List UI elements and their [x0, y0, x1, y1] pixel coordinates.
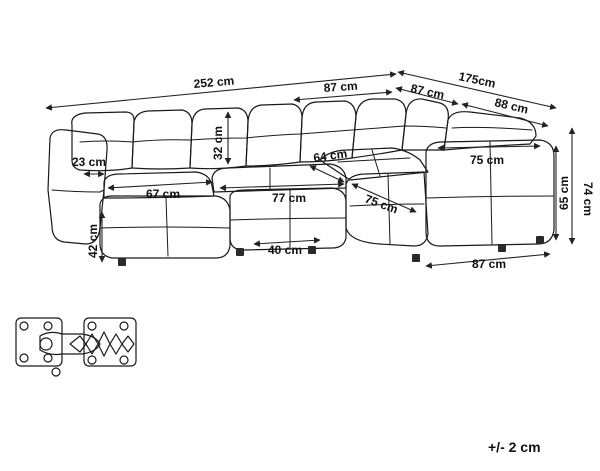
label-total-width: 252 cm [193, 73, 235, 90]
label-seat-cushion-height: 65 cm [557, 176, 571, 210]
label-seat-height: 42 cm [86, 224, 100, 258]
label-back-cushion-height: 32 cm [211, 126, 225, 160]
sofa-feet [118, 236, 544, 266]
connector-clip-icon [15, 317, 137, 377]
dimension-labels: 252 cm 87 cm 87 cm 175cm 88 cm 32 cm 23 … [72, 69, 595, 271]
label-bottom-width: 87 cm [472, 257, 506, 271]
label-corner-seat-depth: 64 cm [312, 146, 348, 165]
label-middle-seat-width: 77 cm [272, 191, 306, 205]
label-right-arm-width: 75 cm [470, 153, 504, 167]
label-total-height: 74 cm [581, 182, 595, 216]
tolerance-note: +/- 2 cm [488, 439, 541, 455]
label-top-middle-width: 87 cm [323, 79, 358, 95]
dimension-lines [45, 70, 576, 269]
back-cushions [71, 98, 537, 172]
label-overall-depth: 175cm [457, 69, 496, 90]
label-corner-width: 87 cm [409, 81, 445, 102]
label-left-seat-width: 67 cm [146, 187, 180, 201]
label-leg-spacing: 40 cm [268, 243, 302, 257]
label-armrest-width: 23 cm [72, 155, 106, 169]
label-right-seat-depth: 75 cm [363, 192, 400, 217]
